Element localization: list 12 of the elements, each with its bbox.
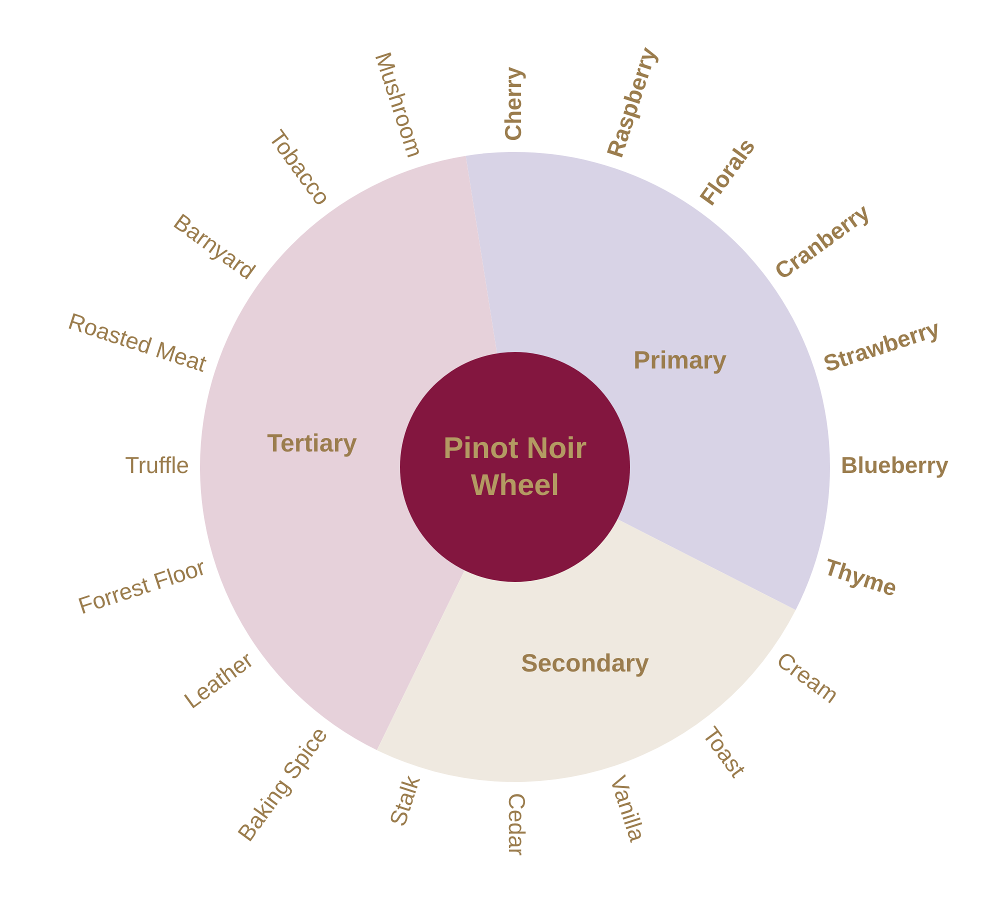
segment-label: Secondary	[521, 650, 649, 678]
flavor-label: Thyme	[822, 554, 900, 602]
flavor-label: Forrest Floor	[75, 554, 208, 619]
segment-label: Primary	[633, 346, 727, 375]
flavor-label: Vanilla	[605, 772, 651, 845]
segment-label: Tertiary	[267, 430, 357, 458]
flavor-label: Truffle	[125, 452, 189, 478]
flavor-label: Blueberry	[841, 452, 948, 478]
flavor-label: Stalk	[384, 772, 425, 830]
flavor-label: Cherry	[500, 66, 526, 141]
flavor-label: Cedar	[504, 793, 530, 856]
wheel-title: Pinot Noir Wheel	[442, 430, 588, 504]
